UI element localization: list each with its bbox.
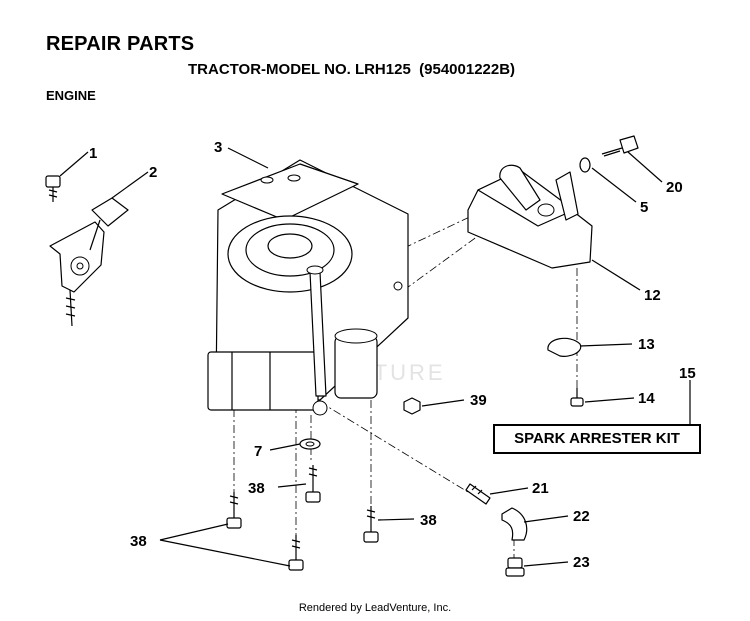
part-label-21: 21 [532, 480, 549, 497]
part-label-20: 20 [666, 179, 683, 196]
part-labels: 1 2 3 20 5 12 13 15 14 39 7 38 38 38 21 … [89, 139, 696, 571]
part-label-38-lower: 38 [130, 533, 147, 550]
spark-arrester-part-13 [547, 337, 582, 357]
part-label-39: 39 [470, 392, 487, 409]
leader-lines [59, 147, 691, 567]
model-name: TRACTOR-MODEL NO. LRH125 [188, 61, 411, 78]
bolt-part-38-lower [288, 535, 304, 571]
washer-part-5 [579, 157, 591, 173]
part-label-38-right: 38 [420, 512, 437, 529]
part-label-3: 3 [214, 139, 222, 156]
nut-part-39 [403, 397, 421, 415]
model-code: (954001222B) [419, 61, 516, 78]
part-label-15: 15 [679, 365, 696, 382]
throttle-bracket-part-2 [49, 197, 129, 327]
spark-arrester-kit-box: SPARK ARRESTER KIT [493, 424, 701, 454]
part-label-22: 22 [573, 508, 590, 525]
engine-part-3 [207, 159, 409, 416]
model-number: TRACTOR-MODEL NO. LRH125 (954001222B) [188, 61, 515, 78]
part-label-13: 13 [638, 336, 655, 353]
part-label-23: 23 [573, 554, 590, 571]
footer-credit: Rendered by LeadVenture, Inc. [298, 602, 452, 614]
bolt-part-38-upper [305, 465, 321, 503]
part-label-5: 5 [640, 199, 648, 216]
fitting-part-21 [465, 483, 491, 505]
bolt-part-38-right [363, 506, 379, 543]
part-label-12: 12 [644, 287, 661, 304]
part-label-2: 2 [149, 164, 157, 181]
page-title: REPAIR PARTS [46, 33, 195, 55]
part-label-14: 14 [638, 390, 655, 407]
screw-part-14 [570, 388, 584, 407]
bolt-part-1 [45, 175, 61, 202]
part-label-1: 1 [89, 145, 97, 162]
part-label-7: 7 [254, 443, 262, 460]
lock-washer-part-7 [299, 438, 321, 450]
elbow-part-22 [501, 507, 528, 541]
bolt-part-38-left [226, 492, 242, 529]
part-label-38-upper: 38 [248, 480, 265, 497]
bolt-part-20 [601, 135, 639, 157]
muffler-part-12 [467, 164, 593, 269]
plug-part-23 [505, 557, 525, 577]
section-title: ENGINE [46, 88, 96, 103]
